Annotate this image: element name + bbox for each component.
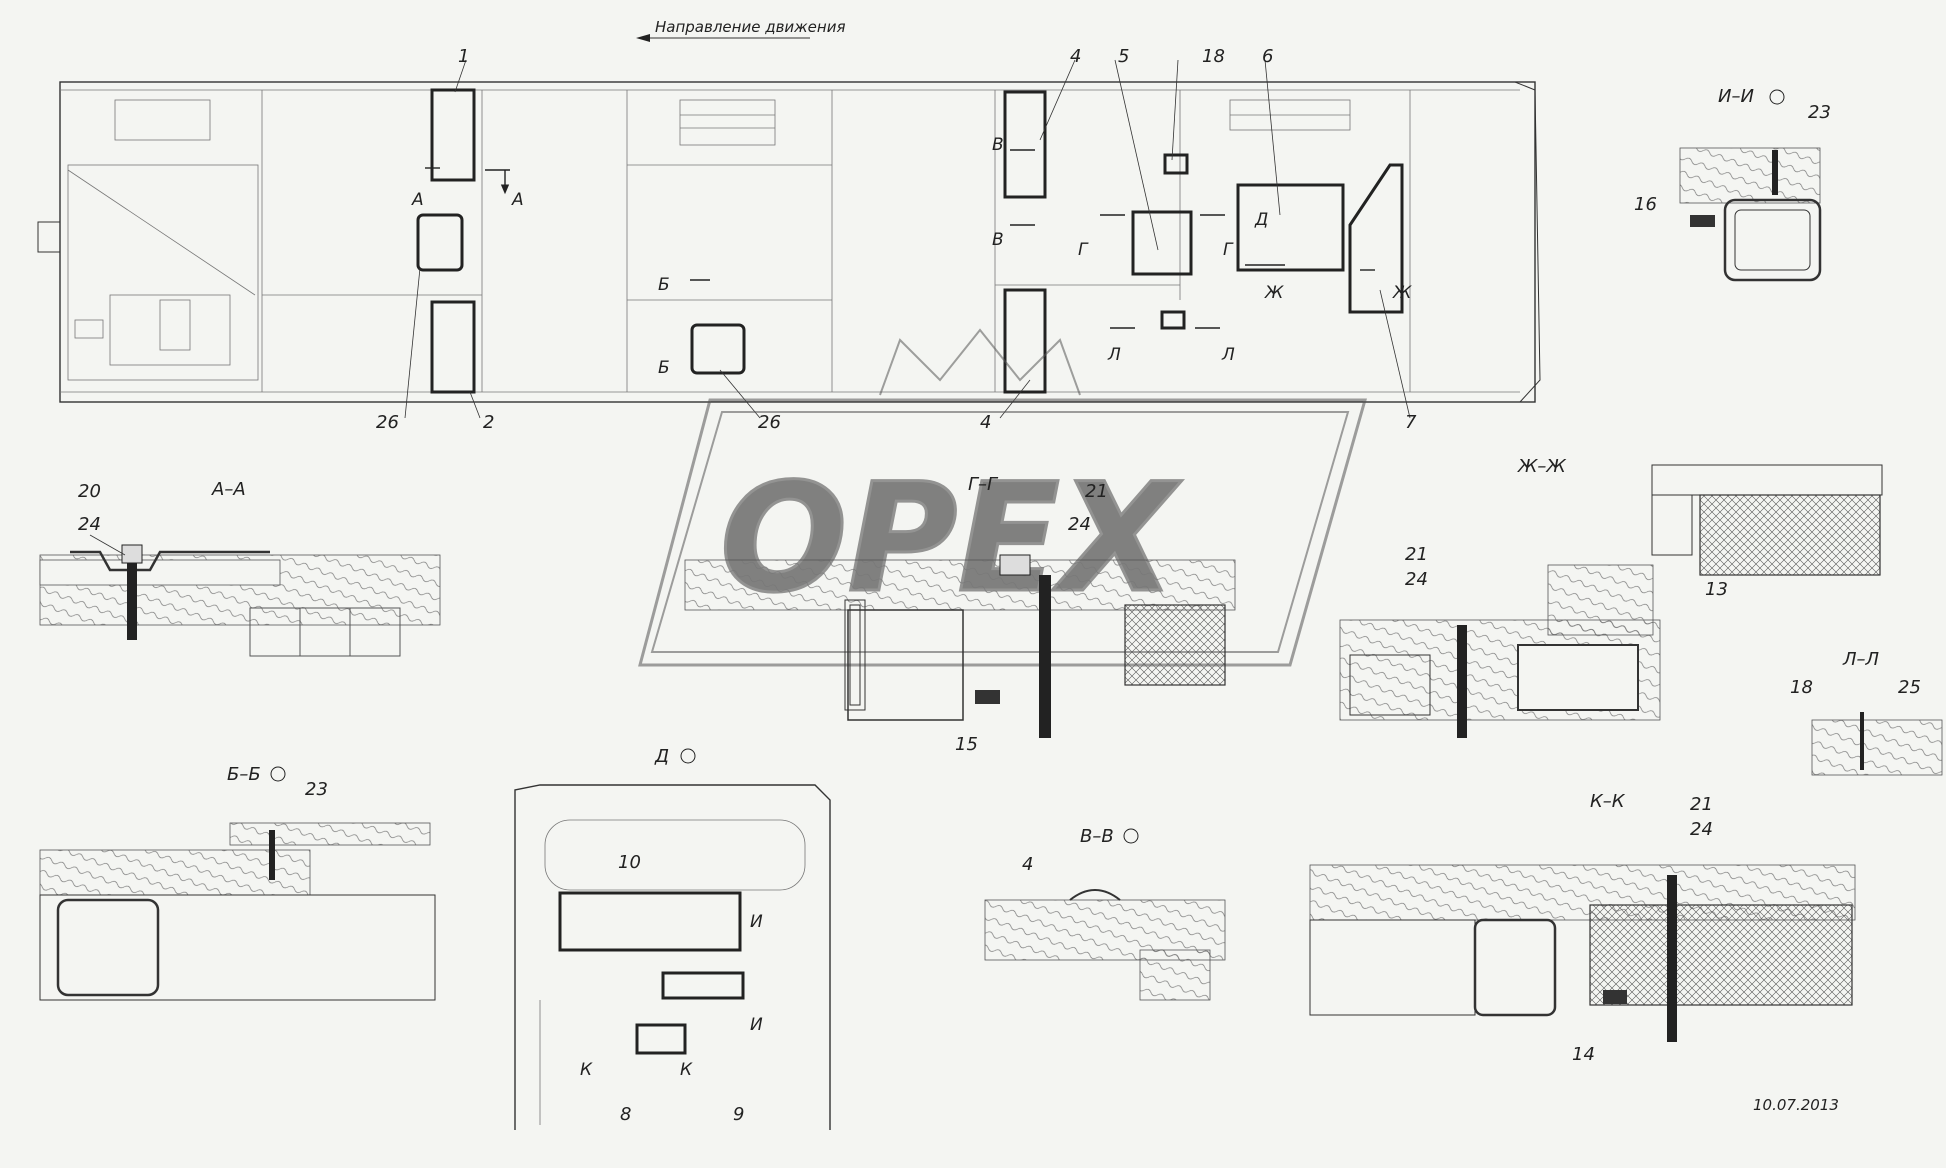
section-zhzh-label-2: 13 [1705,579,1728,600]
section-ll-label-1: 25 [1898,677,1921,698]
section-zhzh-label-1: 24 [1405,569,1428,590]
cut-d: Д [1254,210,1268,230]
cut-zh-1: Ж [1264,283,1284,303]
view-d-mark-3: К [680,1060,693,1080]
section-kk-label-2: 14 [1572,1044,1595,1065]
cut-g-2: Г [1223,240,1234,260]
section-vv-title: В–В [1080,826,1114,847]
section-ll: Л–Л 18 25 [1790,649,1943,776]
view-d-label-1: 9 [733,1104,744,1125]
section-aa: А–А 20 24 [39,479,441,657]
section-kk-label-0: 21 [1690,794,1713,815]
view-d: Д 10 9 8 И И К К [514,746,831,1130]
direction-label: Направление движения [655,18,845,36]
view-d-mark-2: К [580,1060,593,1080]
callout-5: 5 [1118,46,1129,67]
cut-g-1: Г [1078,240,1089,260]
hatch-7 [1348,163,1404,314]
section-zhzh-title: Ж–Ж [1517,456,1566,477]
section-ii-title: И–И [1718,86,1754,107]
section-bb-title: Б–Б [227,764,261,785]
hatch-small [1160,310,1186,330]
section-gg-label-1: 24 [1068,514,1091,535]
section-kk: К–К 21 24 14 [1309,791,1856,1065]
callout-7: 7 [1405,412,1417,433]
section-aa-label-0: 20 [78,481,101,502]
callout-1: 1 [458,46,469,67]
cut-l-2: Л [1221,345,1235,365]
section-gg-label-0: 21 [1085,481,1108,502]
section-bb: Б–Б 23 [39,764,436,1001]
hatch-5 [1131,210,1193,276]
hatch-2 [430,300,476,394]
view-d-mark-0: И [750,912,763,932]
view-d-title: Д [654,746,669,767]
callout-18: 18 [1202,46,1225,67]
section-gg: Г–Г 21 24 15 [684,474,1236,755]
cut-a-1: А [411,190,424,210]
section-zhzh: Ж–Ж 13 21 24 [1339,456,1883,738]
section-zhzh-label-0: 21 [1405,544,1428,565]
section-ii: И–И 23 16 [1634,86,1831,282]
section-aa-label-1: 24 [78,514,101,535]
section-gg-label-2: 15 [955,734,978,755]
cut-b-2: Б [658,358,670,378]
view-d-mark-1: И [750,1015,763,1035]
section-ii-label-0: 23 [1808,102,1831,123]
callout-26b: 26 [758,412,781,433]
callout-6: 6 [1262,46,1273,67]
view-d-label-2: 8 [620,1104,631,1125]
cut-a-2: А [511,190,524,210]
hatch-1 [430,88,476,182]
section-kk-title: К–К [1590,791,1626,812]
section-vv: В–В 4 [984,826,1226,1001]
section-ii-label-1: 16 [1634,194,1657,215]
section-ll-title: Л–Л [1842,649,1880,670]
floor-plan: 1 2 26 26 4 4 5 18 6 7 А А Б Б В В Г Г [37,46,1541,433]
watermark: OPEX [638,328,1367,667]
hatch-26a [416,213,464,272]
section-vv-label-0: 4 [1022,854,1033,875]
cut-b-1: Б [658,275,670,295]
section-gg-title: Г–Г [968,474,999,495]
cut-v-1: В [992,135,1004,155]
hatch-4-bottom [1003,288,1047,394]
callout-2: 2 [483,412,494,433]
section-kk-label-1: 24 [1690,819,1713,840]
callout-4b: 4 [980,412,991,433]
hatch-6 [1236,183,1345,272]
section-ll-label-0: 18 [1790,677,1813,698]
hatch-4-top [1003,90,1047,199]
section-aa-title: А–А [211,479,246,500]
view-d-label-0: 10 [618,852,641,873]
hatch-26b [690,323,746,375]
hatch-18 [1163,153,1189,175]
section-bb-label-0: 23 [305,779,328,800]
cut-v-2: В [992,230,1004,250]
direction-indicator: Направление движения [636,18,845,42]
date-stamp: 10.07.2013 [1753,1096,1839,1114]
callout-4a: 4 [1070,46,1081,67]
cut-zh-2: Ж [1392,283,1412,303]
cut-l-1: Л [1107,345,1121,365]
callout-26a: 26 [376,412,399,433]
